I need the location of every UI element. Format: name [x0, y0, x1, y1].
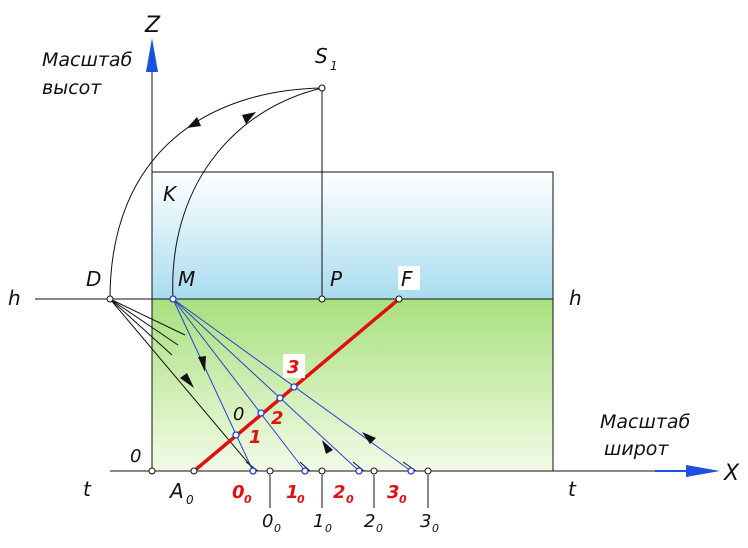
scale-red-3: 3	[387, 482, 400, 503]
scale-red-0-sub: 0	[244, 493, 252, 506]
scale-black-1-sub: 0	[325, 522, 332, 535]
scale-black-0-sub: 0	[274, 522, 281, 535]
scale-red-0: 0	[232, 482, 245, 503]
label-a0-sub: 0	[186, 493, 194, 507]
ray-arrow-icon-d	[180, 373, 194, 388]
caption-heights-line1: Масштаб	[42, 49, 133, 71]
label-f-bg	[398, 266, 420, 290]
point-d	[106, 295, 114, 303]
point-origin	[148, 467, 156, 475]
label-m: M	[178, 267, 195, 291]
scale-black-3-sub: 0	[432, 522, 439, 535]
ray-m-2	[172, 298, 360, 472]
ray-arrow-icon-m1	[198, 356, 206, 372]
label-zero-mid: 0	[233, 404, 244, 425]
point-3-red-ground	[407, 467, 415, 475]
picture-plane-ground	[151, 298, 554, 472]
scale-red-3-sub: 0	[399, 493, 407, 506]
ray-d-4	[109, 298, 173, 356]
scale-black-2: 2	[364, 511, 375, 532]
caption-widths-line1: Масштаб	[600, 411, 691, 433]
ray-d-2	[109, 298, 186, 336]
point-0-black-ground	[266, 467, 274, 475]
z-axis-arrow-icon	[146, 38, 158, 72]
label-d: D	[86, 267, 101, 291]
point-3-black-ground	[424, 467, 432, 475]
label-a0: A	[168, 479, 184, 503]
ray-m-0	[172, 298, 254, 472]
point-2-red-ground	[355, 467, 363, 475]
ray-d-3	[109, 298, 179, 346]
point-p	[318, 295, 326, 303]
label-origin: 0	[130, 446, 141, 467]
label-p: P	[330, 267, 343, 291]
scale-black-3: 3	[420, 511, 431, 532]
ray-arrow-icon-m3	[362, 432, 376, 444]
point-0-red-ground	[249, 467, 257, 475]
point-1	[232, 431, 240, 439]
label-num3-bg	[283, 354, 305, 378]
label-num3: 3	[287, 357, 300, 378]
point-0	[257, 409, 265, 417]
ray-arrow-icon-m2	[322, 440, 333, 454]
point-2	[276, 394, 284, 402]
label-s1-sub: 1	[330, 59, 338, 73]
point-1-black-ground	[318, 467, 326, 475]
scale-black-0: 0	[262, 511, 273, 532]
x-axis-arrow-icon	[686, 465, 720, 477]
label-h-right: h	[569, 286, 582, 310]
caption-heights-line2: высот	[42, 77, 102, 99]
label-h-left: h	[8, 286, 21, 310]
point-3	[290, 383, 298, 391]
label-t-right: t	[568, 477, 577, 501]
point-1-red-ground	[301, 467, 309, 475]
scale-red-1: 1	[286, 482, 299, 503]
scale-black-1: 1	[313, 511, 324, 532]
point-f	[395, 295, 403, 303]
arc-s1-to-m	[172, 87, 323, 300]
point-s1	[318, 84, 326, 92]
scale-red-1-sub: 0	[297, 493, 305, 506]
caption-widths-line2: широт	[604, 438, 669, 460]
label-num2: 2	[271, 408, 284, 429]
label-z: Z	[144, 13, 161, 38]
picture-plane-sky	[151, 171, 554, 300]
label-s1: S	[315, 44, 328, 68]
point-m	[169, 295, 177, 303]
ray-m-1	[172, 298, 306, 472]
point-a0	[190, 467, 198, 475]
arc-arrow-icon-2	[242, 112, 256, 124]
tick-mark	[299, 461, 311, 472]
point-2-black-ground	[370, 467, 378, 475]
scale-red-2: 2	[333, 482, 346, 503]
arc-s1-to-d	[109, 87, 323, 300]
scale-red-2-sub: 0	[346, 493, 354, 506]
label-t-left: t	[83, 477, 92, 501]
label-f: F	[401, 267, 413, 291]
label-k: K	[163, 182, 178, 206]
scale-black-2-sub: 0	[376, 522, 383, 535]
label-x: X	[723, 461, 740, 486]
arc-arrow-icon-1	[187, 117, 201, 128]
label-num1: 1	[249, 427, 262, 448]
